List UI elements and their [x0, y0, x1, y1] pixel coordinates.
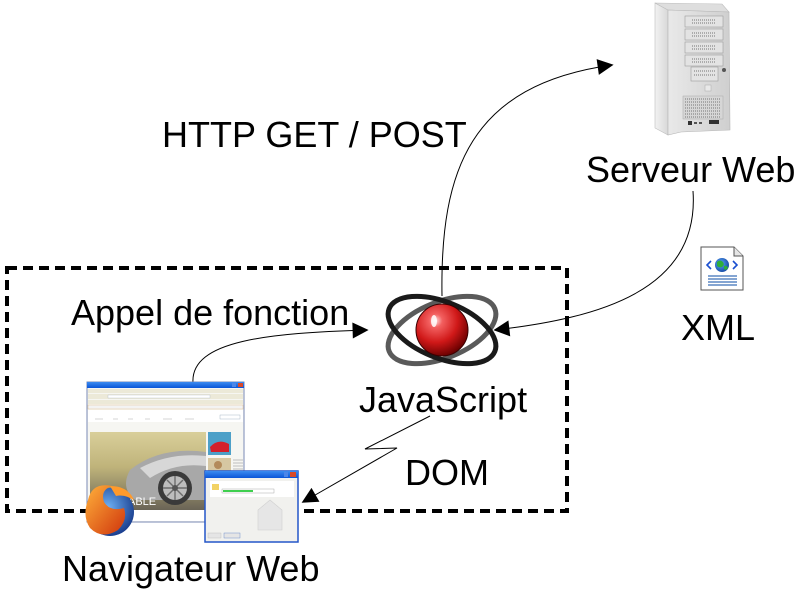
label-serveur-web: Serveur Web — [586, 149, 796, 190]
label-navigateur-web: Navigateur Web — [62, 548, 320, 589]
label-xml: XML — [681, 307, 756, 348]
client-boundary — [5, 266, 569, 513]
label-http-get-post: HTTP GET / POST — [162, 114, 467, 155]
label-appel-de-fonction: Appel de fonction — [71, 292, 350, 333]
edge-function-call — [192, 322, 369, 384]
edge-dom — [301, 415, 431, 503]
firefox-browser-icon — [85, 485, 134, 536]
browser-window-illustration: ABLE — [86, 381, 245, 523]
xml-document-icon — [700, 246, 744, 291]
label-javascript: JavaScript — [359, 379, 528, 420]
server-tower-icon — [654, 2, 731, 136]
label-dom: DOM — [405, 452, 489, 493]
browser-banner-text: ABLE — [128, 496, 156, 508]
download-dialog-illustration — [204, 470, 299, 543]
atom-icon — [385, 293, 499, 367]
edge-xml-response — [493, 190, 694, 337]
edge-http-request — [441, 59, 614, 297]
